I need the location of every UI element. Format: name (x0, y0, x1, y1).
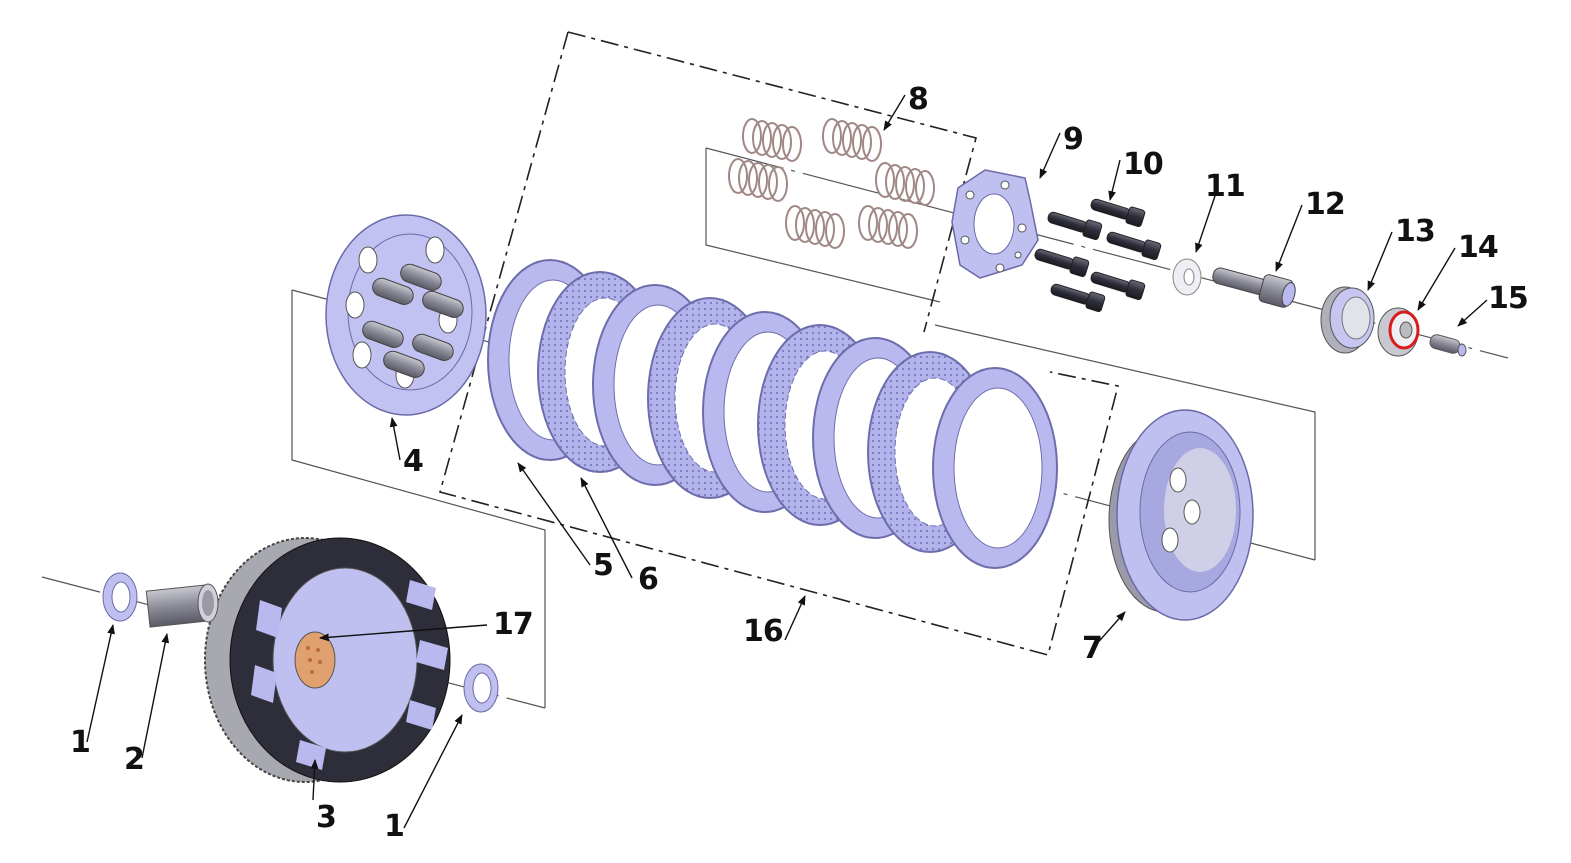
part-10-bolts (1034, 198, 1162, 313)
callout-1-right: 1 (384, 809, 405, 844)
callout-8: 8 (908, 82, 929, 117)
part-15-pushrod-tip (1429, 334, 1467, 357)
callout-14: 14 (1458, 230, 1499, 265)
callout-16: 16 (743, 614, 784, 649)
part-9-spring-plate (951, 169, 1039, 279)
part-7-inner-hub (1108, 409, 1254, 621)
part-1-washer-left (102, 572, 138, 622)
part-14-bearing (1377, 307, 1420, 357)
part-13-bearing-housing (1320, 286, 1375, 354)
callout-7: 7 (1082, 631, 1103, 666)
callout-2: 2 (124, 742, 145, 777)
clutch-plate-stack (487, 259, 1058, 569)
callout-15: 15 (1488, 281, 1529, 316)
callout-5: 5 (593, 548, 614, 583)
callout-6: 6 (638, 562, 659, 597)
callout-11: 11 (1205, 169, 1246, 204)
callout-9: 9 (1063, 122, 1084, 157)
part-3-clutch-basket (204, 537, 451, 783)
callout-17: 17 (493, 607, 534, 642)
callout-12: 12 (1305, 187, 1346, 222)
part-8-springs (728, 118, 935, 249)
leader-lines (86, 94, 1488, 829)
callout-4: 4 (403, 444, 424, 479)
part-4-pressure-plate (325, 214, 487, 416)
callout-3: 3 (316, 800, 337, 835)
part-12-pushrod-bolt (1212, 267, 1296, 308)
callout-13: 13 (1395, 214, 1436, 249)
callout-1-left: 1 (70, 725, 91, 760)
callout-10: 10 (1123, 147, 1164, 182)
part-11-washer (1172, 258, 1202, 296)
part-1-washer-right (463, 663, 499, 713)
part-2-bushing (145, 583, 219, 628)
